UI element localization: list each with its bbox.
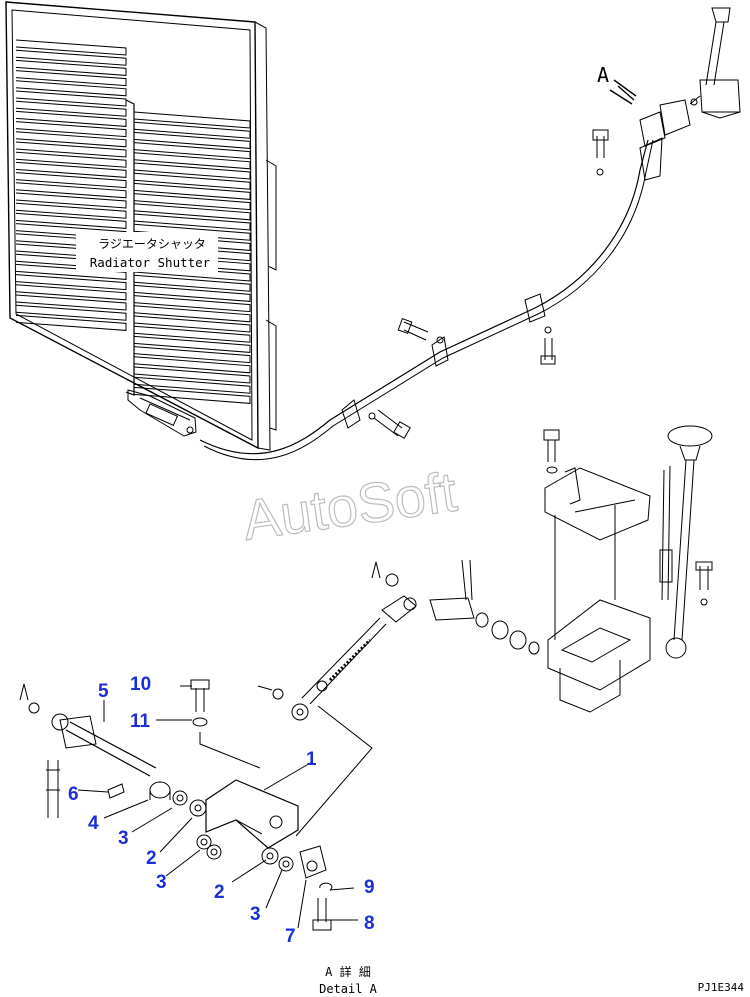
callout-2-lower: 2 [214, 882, 225, 903]
louvre-slat [133, 325, 251, 343]
callout-4: 4 [88, 813, 99, 834]
louvre-slat [133, 335, 251, 353]
louvre-slat [133, 356, 251, 374]
louvre-slat [15, 141, 127, 158]
callout-3-middle: 3 [156, 872, 167, 893]
callout-numbers: 1 2 2 3 3 3 4 5 6 7 8 9 10 11 [68, 674, 375, 947]
louvre-slat [15, 202, 127, 219]
louvre-slat [133, 376, 251, 394]
louvre-slat [133, 274, 251, 292]
view-arrow-label: A [597, 63, 609, 87]
louvre-slat [15, 192, 127, 209]
shutter-label-en: Radiator Shutter [90, 255, 211, 270]
louvre-slat [15, 304, 127, 321]
louvre-slat [15, 161, 127, 178]
cable-bolts [368, 129, 609, 439]
detail-caption-jp: A 詳 細 [325, 964, 371, 979]
louvre-slat [133, 162, 251, 180]
louvre-slat [133, 203, 251, 221]
louvre-slat [15, 70, 127, 87]
callout-1: 1 [306, 749, 317, 770]
louvre-slat [133, 366, 251, 384]
louvre-slat [15, 314, 127, 331]
louvre-slat [15, 151, 127, 168]
callout-6: 6 [68, 784, 79, 805]
louvre-slat [133, 152, 251, 170]
louvres-left [15, 39, 127, 331]
louvres-right [133, 111, 251, 404]
louvre-slat [133, 346, 251, 364]
callout-7: 7 [285, 926, 296, 947]
louvre-slat [133, 386, 251, 404]
louvre-slat [133, 142, 251, 160]
callout-3-left: 3 [118, 828, 129, 849]
louvre-slat [133, 131, 251, 149]
shutter-label-jp: ラジエータシャッタ [98, 237, 206, 251]
part-code: PJ1E344 [698, 981, 745, 994]
radiator-shutter [5, 1, 277, 451]
louvre-slat [15, 100, 127, 117]
upper-lever-assembly [639, 7, 741, 181]
detail-a-linkage [19, 559, 540, 931]
callout-8: 8 [364, 913, 375, 934]
louvre-slat [133, 305, 251, 323]
louvre-slat [133, 284, 251, 302]
louvre-slat [133, 111, 251, 129]
louvre-slat [15, 49, 127, 66]
callout-10: 10 [130, 674, 151, 695]
control-cable [199, 139, 654, 461]
louvre-slat [15, 274, 127, 291]
louvre-slat [133, 172, 251, 190]
callout-5: 5 [98, 681, 109, 702]
louvre-slat [133, 182, 251, 200]
callout-3-right: 3 [250, 904, 261, 925]
louvre-slat [15, 131, 127, 148]
louvre-slat [133, 213, 251, 231]
louvre-slat [15, 80, 127, 97]
louvre-slat [133, 315, 251, 333]
louvre-slat [15, 39, 127, 56]
louvre-slat [15, 90, 127, 107]
louvre-slat [15, 182, 127, 199]
louvre-slat [15, 212, 127, 229]
callout-11: 11 [130, 711, 151, 732]
louvre-slat [133, 193, 251, 211]
louvre-slat [15, 172, 127, 189]
detail-caption-en: Detail A [319, 982, 378, 996]
louvre-slat [15, 59, 127, 76]
louvre-slat [15, 284, 127, 301]
callout-9: 9 [364, 877, 375, 898]
louvre-slat [15, 294, 127, 311]
louvre-slat [133, 121, 251, 139]
lower-lever-assembly [543, 425, 713, 713]
louvre-slat [133, 295, 251, 313]
louvre-slat [15, 110, 127, 127]
watermark: AutoSoft [239, 460, 461, 552]
callout-2-upper: 2 [146, 848, 157, 869]
louvre-slat [15, 263, 127, 280]
louvre-slat [15, 121, 127, 138]
